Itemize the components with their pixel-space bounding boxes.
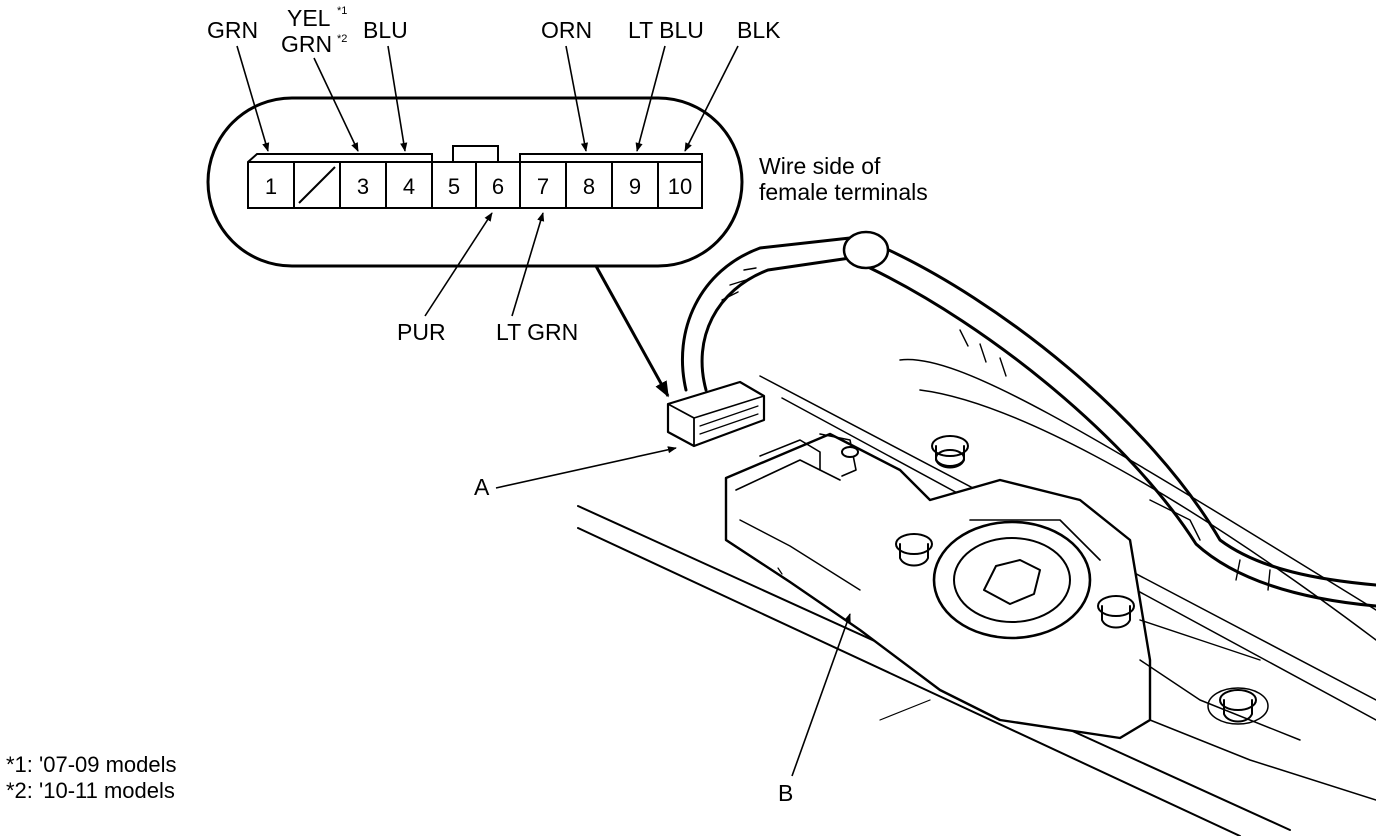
view-pointer-arrow: [594, 265, 670, 398]
pin-4-number: 4: [403, 174, 415, 199]
callout-b-leader: [791, 613, 851, 777]
empty-cavity-slash-icon: [298, 166, 336, 204]
wire-label-pin4: BLU: [363, 17, 408, 43]
pin-7-number: 7: [537, 174, 549, 199]
wire-label-pin8: ORN: [541, 17, 592, 43]
wire-label-pin3-yel: YEL: [287, 5, 331, 31]
callout-a-leader: [495, 446, 677, 489]
wire-side-caption-line2: female terminals: [759, 179, 928, 205]
callout-label-a: A: [474, 474, 490, 500]
pin-9-number: 9: [629, 174, 641, 199]
wire-label-pin9: LT BLU: [628, 17, 704, 43]
wire-side-caption-line1: Wire side of: [759, 153, 881, 179]
footnote-1: *1: '07-09 models: [6, 752, 177, 777]
footnote-mark-1: *1: [337, 5, 347, 17]
wire-label-pin1: GRN: [207, 17, 258, 43]
wire-label-pin10: BLK: [737, 17, 781, 43]
pin-3-number: 3: [357, 174, 369, 199]
pin-8-number: 8: [583, 174, 595, 199]
actuator-illustration: [577, 230, 1376, 836]
footnote-mark-2: *2: [337, 33, 347, 45]
footnote-2: *2: '10-11 models: [6, 778, 175, 803]
connector-face-view: 1 3 4 5 6 7 8 9 10: [206, 96, 744, 268]
wire-label-pin7: LT GRN: [496, 319, 578, 345]
callout-label-b: B: [778, 780, 793, 806]
wire-label-pin3-grn: GRN: [281, 31, 332, 57]
pin-6-number: 6: [492, 174, 504, 199]
pin-1-number: 1: [265, 174, 277, 199]
pin-10-number: 10: [668, 174, 692, 199]
wire-color-labels: GRN YEL *1 GRN *2 BLU ORN LT BLU BLK PUR…: [207, 5, 781, 345]
pin-5-number: 5: [448, 174, 460, 199]
wire-label-pin6: PUR: [397, 319, 446, 345]
